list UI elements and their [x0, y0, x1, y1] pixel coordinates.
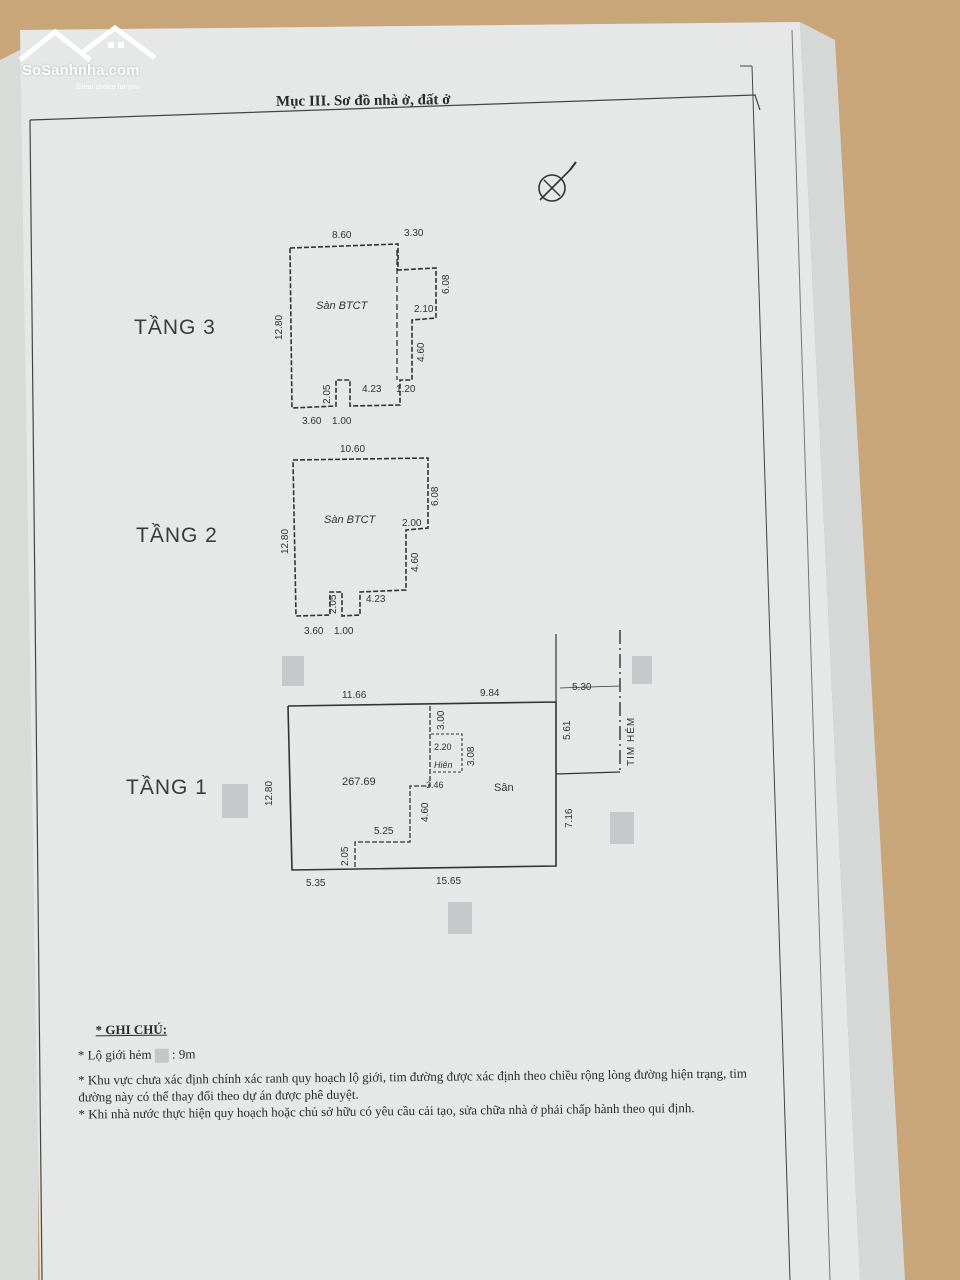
floor3-dim-notch-w: 2.10: [414, 304, 434, 315]
privacy-mask: [222, 784, 248, 818]
floor1-dim-right: 7.16: [564, 808, 575, 828]
floor1-dim-bottom-b: 15.65: [436, 876, 462, 887]
brand-name: SoSanhnha.com: [22, 62, 140, 79]
floor1-dim-step: 2.05: [340, 846, 351, 866]
brand-tagline: Great choice for you: [76, 84, 140, 91]
floor2-dim-notch-h: 4.60: [410, 552, 421, 572]
floor1-porch: Hiên: [434, 760, 453, 770]
floor1-dim-bottom-a: 5.35: [306, 878, 326, 889]
alley-centerline-label: TIM HẺM: [626, 716, 637, 766]
floor1-label: TẦNG 1: [126, 776, 208, 799]
floor2-dim-step: 2.05: [328, 594, 339, 614]
floor3-dim-left: 12.80: [274, 314, 285, 340]
floor1-dim-alley-w: 5.30: [572, 682, 592, 693]
floor2-dim-bottom-mid: 4.23: [366, 594, 386, 605]
floor1-yard: Sân: [494, 782, 514, 794]
privacy-mask: [154, 1048, 169, 1063]
floor1-dim-notch-h: 4.60: [420, 802, 431, 822]
house-logo-icon: [18, 24, 157, 62]
privacy-mask: [610, 812, 634, 844]
notes-line-1: * Lộ giới hẻm : 9m: [77, 1046, 196, 1063]
floor3-dim-step: 2.05: [322, 384, 333, 404]
privacy-mask: [632, 656, 652, 684]
floor2-room: Sàn BTCT: [324, 514, 376, 526]
floor3-plan: [289, 243, 437, 409]
floor3-dim-top-right: 3.30: [404, 228, 424, 239]
floor1-dim-porch-w: 2.20: [434, 742, 452, 752]
privacy-mask: [448, 902, 472, 934]
floor2-label: TẦNG 2: [136, 524, 218, 547]
floor1-dim-inner: 5.25: [374, 826, 394, 837]
floor3-dim-bottom-mid: 4.23: [362, 384, 382, 395]
floor1-dim-left: 12.80: [264, 780, 275, 806]
section-title: Mục III. Sơ đồ nhà ở, đất ở: [275, 92, 451, 110]
floor1-dim-top-right: 9.84: [480, 688, 500, 699]
north-arrow-icon: [538, 161, 577, 202]
floor2-dim-top: 10.60: [340, 444, 366, 455]
floor1-plan: [287, 630, 621, 871]
floor1-dim-alley-h: 5.61: [562, 720, 573, 740]
floor1-dim-porch-top: 3.00: [436, 710, 447, 730]
floor2-plan: [292, 457, 429, 617]
floor3-dim-top-left: 8.60: [332, 230, 352, 241]
floor2-dim-bottom-a: 3.60: [304, 626, 324, 637]
notes-section: * GHI CHÚ: * Lộ giới hẻm : 9m * Khu vực …: [77, 1014, 758, 1122]
floor2-dim-right: 6.08: [430, 486, 441, 506]
floor3-dim-bottom-a: 3.60: [302, 416, 322, 427]
floor1-dim-porch-h: 3.08: [466, 746, 477, 766]
floor3-label: TẦNG 3: [134, 316, 216, 339]
floor2-dim-notch-w: 2.00: [402, 518, 422, 529]
floor1-area: 267.69: [342, 776, 376, 788]
floor1-dim-porch-b: 3.46: [426, 780, 444, 790]
floor3-dim-notch-h: 4.60: [416, 342, 427, 362]
floor3-dim-right: 6.08: [441, 274, 452, 294]
floor3-room: Sàn BTCT: [316, 300, 368, 312]
floor3-dim-bottom-b: 1.00: [332, 416, 352, 427]
privacy-mask: [282, 656, 304, 686]
floor3-dim-bottom-right: 1.20: [396, 384, 416, 395]
floor1-dim-top-left: 11.66: [342, 690, 367, 701]
floor2-dim-bottom-b: 1.00: [334, 626, 354, 637]
floor2-dim-left: 12.80: [280, 528, 291, 554]
